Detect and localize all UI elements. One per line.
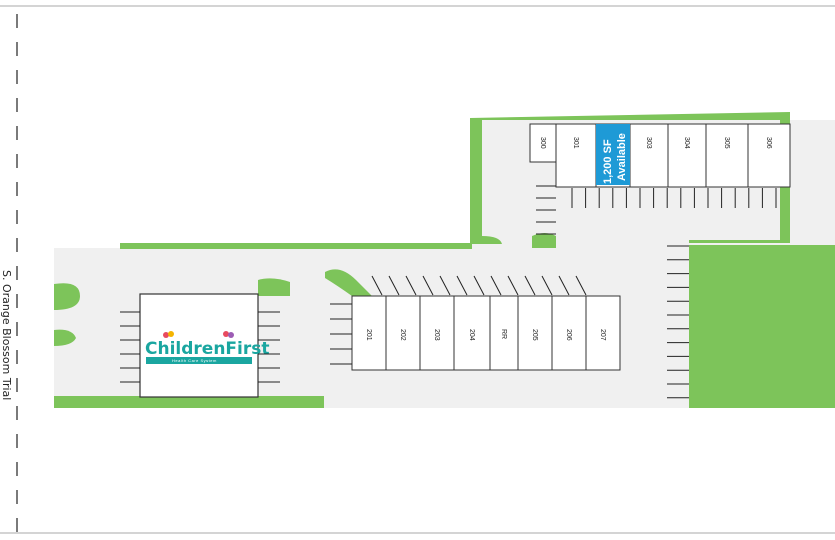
balloon-icon <box>163 332 169 338</box>
parking-stall-line <box>388 275 400 296</box>
unit-label: 204 <box>468 329 475 341</box>
landscaping <box>54 112 835 408</box>
parking-stall-line <box>473 275 485 296</box>
road-name-label: S. Orange Blossom Trial <box>0 270 13 400</box>
parking-stall-line <box>371 275 383 296</box>
childrenfirst-building[interactable]: ChildrenFirst Health Care System <box>139 293 270 398</box>
unit-203[interactable] <box>419 295 455 371</box>
parking-stalls-south <box>330 275 587 365</box>
unit-label: 201 <box>365 329 372 341</box>
landscape-strip-north <box>120 243 472 249</box>
parking-stall-line <box>490 275 502 296</box>
parking-stalls-building <box>120 311 280 383</box>
unit-label: 301 <box>572 137 579 149</box>
unit-label: 207 <box>599 329 606 341</box>
unit-label: RR <box>500 329 507 339</box>
unit-label: 206 <box>565 329 572 341</box>
building-south: 201 202 203 204 RR 205 206 207 <box>351 295 621 371</box>
unit-205[interactable] <box>517 295 553 371</box>
unit-304[interactable] <box>667 123 707 188</box>
landscape-island-curb <box>325 269 372 296</box>
unit-label: 202 <box>399 329 406 341</box>
parking-stall-line <box>439 275 451 296</box>
unit-207[interactable] <box>585 295 621 371</box>
landscape-strip-south <box>54 396 324 408</box>
unit-202[interactable] <box>385 295 421 371</box>
unit-305[interactable] <box>705 123 749 188</box>
unit-201[interactable] <box>351 295 387 371</box>
landscape-island-building <box>258 278 290 296</box>
parking-stall-line <box>405 275 417 296</box>
parking-stalls-north <box>536 185 777 235</box>
parking-stall-line <box>575 275 587 296</box>
parking-stall-line <box>507 275 519 296</box>
logo-tagline-bar <box>146 357 252 364</box>
unit-306[interactable] <box>747 123 791 188</box>
childrenfirst-logo: ChildrenFirst Health Care System <box>145 331 270 364</box>
balloon-icon <box>168 331 174 337</box>
unit-label: 205 <box>531 329 538 341</box>
parking-stall-line <box>558 275 570 296</box>
unit-label: 304 <box>683 137 690 149</box>
unit-303[interactable] <box>629 123 669 188</box>
parking-stall-line <box>524 275 536 296</box>
balloon-icon <box>223 331 229 337</box>
landscape-island-west-2 <box>54 329 76 346</box>
unit-label: 303 <box>645 137 652 149</box>
unit-301[interactable] <box>555 123 597 188</box>
parking-stall-line <box>541 275 553 296</box>
logo-name: ChildrenFirst <box>145 339 270 359</box>
unit-label: 306 <box>765 137 772 149</box>
unit-label: 300 <box>539 137 546 149</box>
balloon-icon <box>228 332 234 338</box>
unit-label: 203 <box>433 329 440 341</box>
landscape-block-east <box>689 245 835 408</box>
available-size: 1,200 SF <box>602 139 614 184</box>
unit-RR[interactable] <box>489 295 519 371</box>
landscape-island-mid <box>532 233 556 248</box>
parking-stalls-east <box>667 245 689 399</box>
parking-stall-line <box>456 275 468 296</box>
parking-stall-line <box>422 275 434 296</box>
available-label: Available <box>616 133 628 181</box>
landscape-island-west <box>54 283 80 310</box>
building-north: 300 301 303 304 305 306 <box>529 123 791 188</box>
unit-label: 305 <box>723 137 730 149</box>
logo-tagline: Health Care System <box>172 358 217 363</box>
available-space-badge[interactable]: 1,200 SF Available <box>596 124 630 185</box>
unit-206[interactable] <box>551 295 587 371</box>
